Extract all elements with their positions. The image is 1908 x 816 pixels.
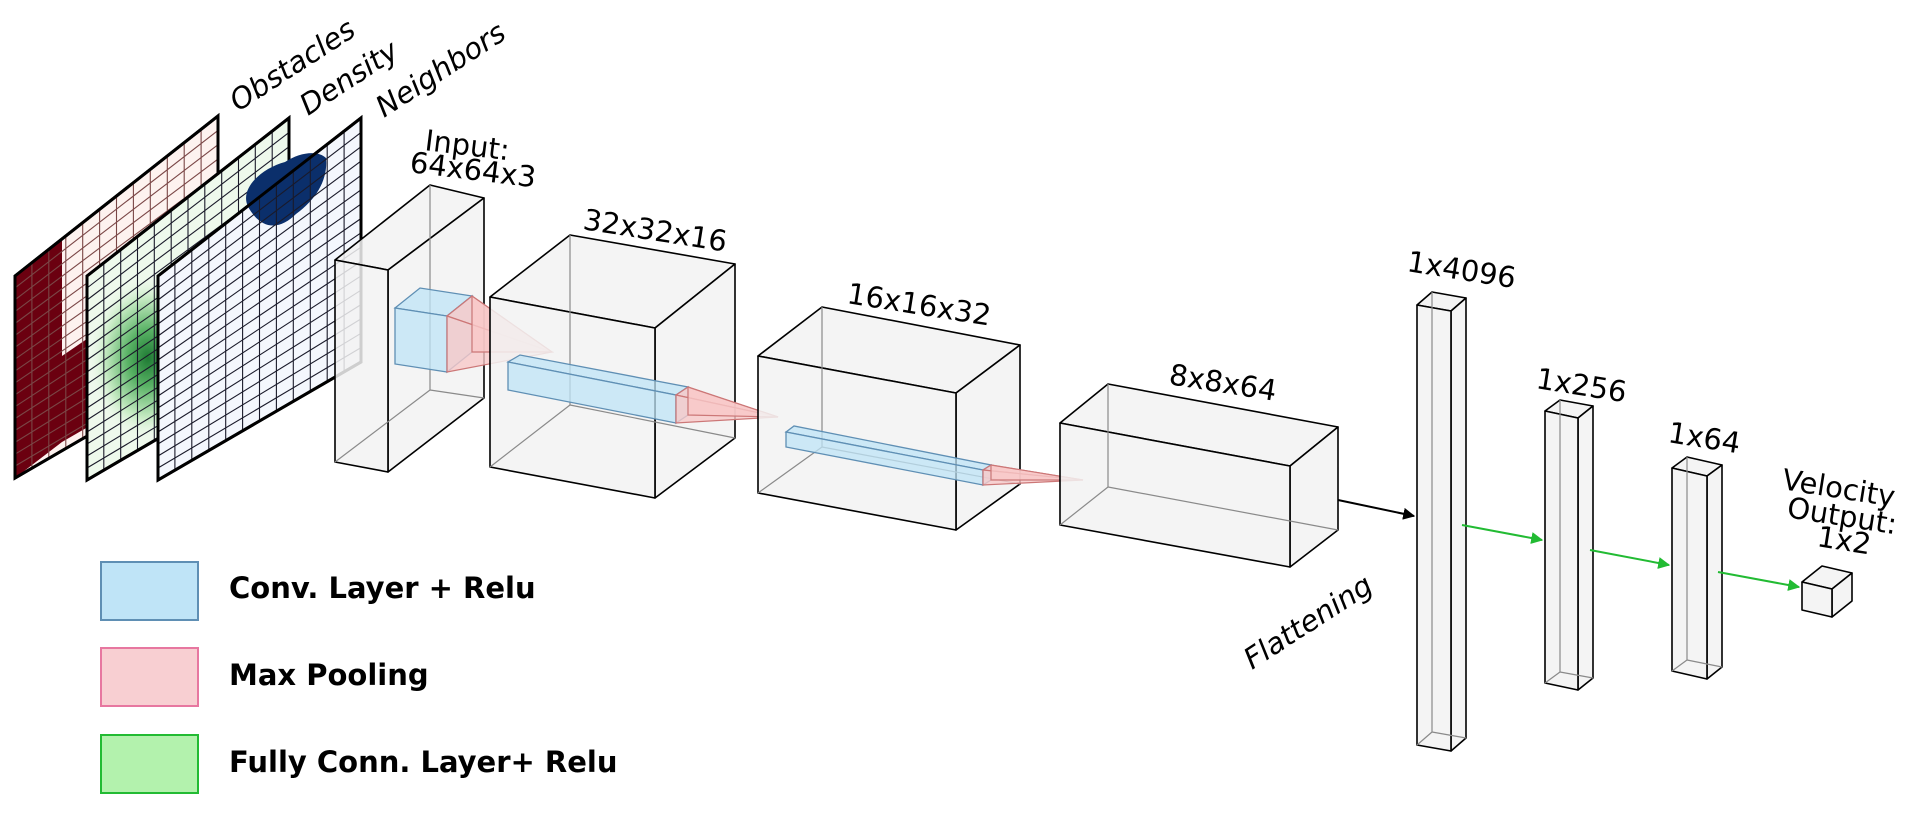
fc1-size-label: 1x4096	[1405, 244, 1518, 295]
output-block	[1801, 565, 1853, 618]
conv3-volume	[1059, 383, 1339, 568]
legend-conv-swatch	[100, 561, 199, 621]
legend-pool-label: Max Pooling	[229, 658, 429, 692]
legend: Conv. Layer + Relu Max Pooling Fully Con…	[100, 561, 618, 794]
legend-fc-label: Fully Conn. Layer+ Relu	[229, 745, 618, 779]
conv1-conv-kernel	[506, 354, 690, 425]
fc3-block	[1671, 456, 1723, 680]
fc3-size-label: 1x64	[1666, 415, 1743, 460]
fc2-size-label: 1x256	[1534, 361, 1629, 409]
output-label-line3: 1x2	[1815, 519, 1874, 561]
fc1-to-fc2-arrow	[1461, 524, 1544, 544]
fc2-to-fc3-arrow	[1589, 549, 1671, 569]
conv1-volume	[489, 234, 736, 499]
fc3-to-output-arrow	[1717, 571, 1801, 591]
flatten-label: Flattening	[1237, 568, 1378, 676]
fc1-block	[1416, 291, 1467, 752]
flatten-arrow	[1337, 499, 1416, 520]
conv2-volume	[757, 306, 1021, 531]
neigh-grid-lines	[157, 131, 362, 471]
legend-pool-swatch	[100, 647, 199, 707]
fc2-block	[1544, 399, 1594, 691]
conv1-pool-cone	[674, 386, 779, 424]
legend-fc-swatch	[100, 734, 199, 794]
legend-conv-label: Conv. Layer + Relu	[229, 571, 536, 605]
